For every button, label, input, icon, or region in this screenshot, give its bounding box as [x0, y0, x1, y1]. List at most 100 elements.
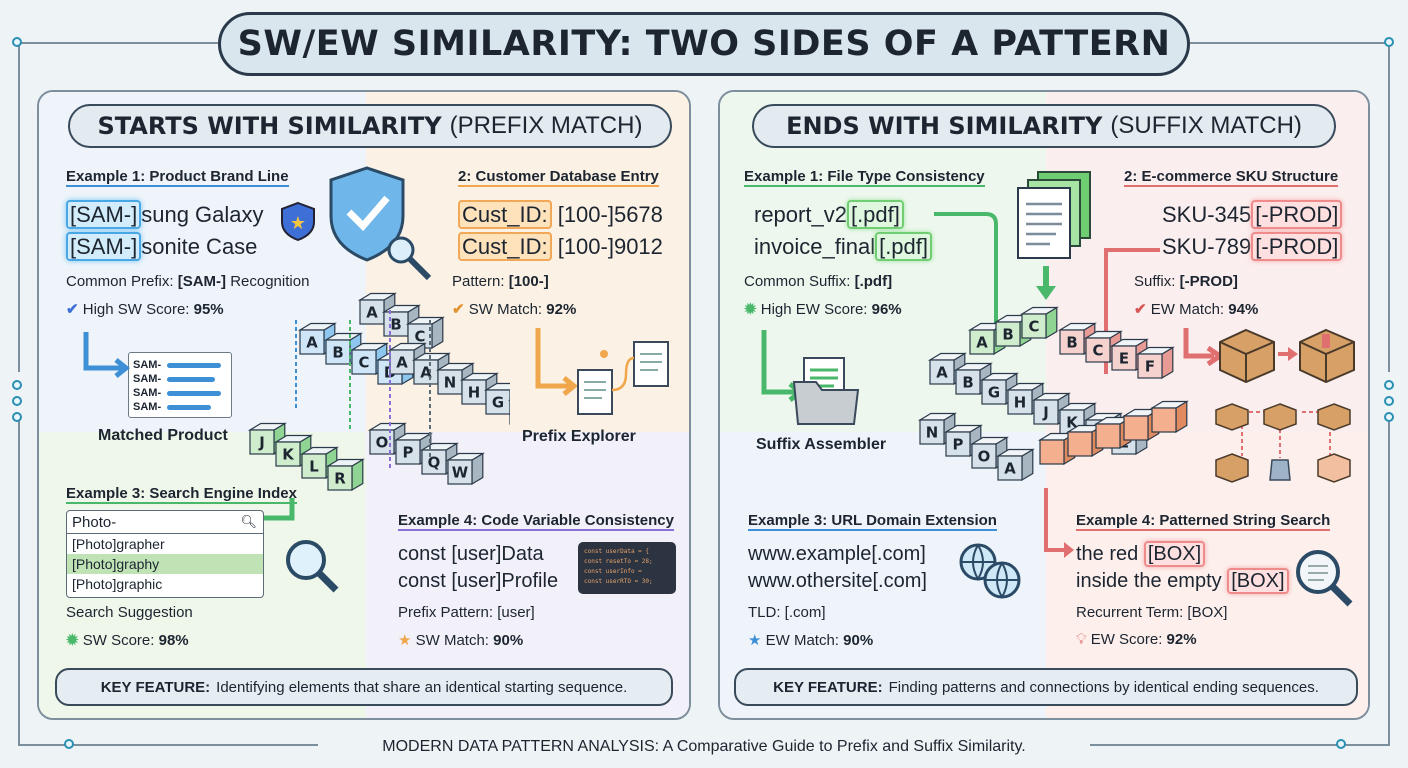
left-ex3-title: Example 3: Search Engine Index: [66, 485, 297, 504]
arrow-icon: [1278, 347, 1298, 361]
star-icon: ★: [748, 632, 762, 649]
cube-letter: B: [1002, 325, 1013, 343]
sun-icon: ✹: [744, 301, 757, 318]
circuit-dot: [12, 380, 22, 390]
suggestion-item[interactable]: [Photo]grapher: [67, 534, 263, 554]
cube-letter: A: [1004, 459, 1016, 477]
left-ex4-line1: const [user]Data: [398, 543, 544, 565]
search-input-value: Photo-: [72, 513, 117, 531]
arrow-icon: [83, 332, 130, 378]
right-ex3-line2: www.othersite[.com]: [748, 570, 927, 592]
circuit-line: [18, 420, 20, 746]
suffix-highlight: [.pdf]: [875, 232, 932, 261]
right-ex3-tld: TLD: [.com]: [748, 604, 826, 621]
cube-letter: J: [1042, 403, 1049, 421]
left-ex4-title: Example 4: Code Variable Consistency: [398, 512, 674, 531]
cube-letter: A: [396, 353, 408, 371]
right-ex4-term: Recurrent Term: [BOX]: [1076, 604, 1228, 621]
key-text: Finding patterns and connections by iden…: [888, 678, 1319, 696]
letter-cube: G: [483, 382, 510, 416]
lightbulb-icon: 💡︎: [1076, 631, 1087, 648]
arrow-icon: [934, 212, 998, 336]
cube-letter: O: [978, 447, 991, 465]
left-ex1-caption: Matched Product: [98, 427, 228, 444]
suffix-key-feature: KEY FEATURE: Finding patterns and connect…: [734, 668, 1358, 706]
right-ex3-line1: www.example[.com]: [748, 543, 926, 565]
value: 98%: [158, 632, 189, 649]
prefix-highlight: [SAM-]: [66, 200, 142, 229]
footer-caption: MODERN DATA PATTERN ANALYSIS: A Comparat…: [382, 738, 1026, 755]
suffix-highlight: [.pdf]: [846, 200, 904, 229]
suggestion-item[interactable]: [Photo]graphic: [67, 574, 263, 594]
value: [100-]: [508, 273, 549, 290]
suggest-rest: graphic: [116, 576, 163, 592]
cube-letter: J: [258, 433, 265, 451]
label: Pattern:: [452, 273, 509, 290]
match-bar: [167, 405, 211, 410]
search-widget: Photo- 🔍︎ [Photo]grapher [Photo]graphy […: [66, 510, 264, 598]
cube-letter: C: [1093, 341, 1104, 359]
prefix-heading-rest: (PREFIX MATCH): [449, 112, 643, 139]
suggest-rest: grapher: [116, 536, 165, 552]
letter-cube: W: [445, 452, 485, 486]
cube-letter: P: [403, 443, 414, 461]
circuit-dot: [64, 739, 74, 749]
left-ex3-score: ✹ SW Score: 98%: [66, 631, 189, 649]
box-icon: [1219, 328, 1275, 384]
globe-icon: [959, 543, 1021, 599]
search-input[interactable]: Photo- 🔍︎: [67, 511, 263, 534]
line-pre: report_v2: [754, 202, 847, 227]
left-ex4-score: ★ SW Match: 90%: [398, 631, 523, 649]
suggest-rest: graphy: [116, 556, 160, 572]
letter-cube: C: [1019, 306, 1059, 340]
label: Common Suffix:: [744, 273, 855, 290]
arrow-icon: [264, 498, 295, 521]
circuit-line: [18, 42, 20, 372]
left-ex1-score: ✔ High SW Score: 95%: [66, 300, 224, 318]
circuit-line: [1090, 744, 1390, 746]
label: EW Score:: [1090, 631, 1167, 648]
suffix-highlight: [-PROD]: [1251, 232, 1343, 261]
suffix-heading-rest: (SUFFIX MATCH): [1110, 112, 1302, 139]
magnifier-icon: [1296, 550, 1353, 607]
circuit-line: [18, 744, 318, 746]
line-rest: [100-]9012: [551, 234, 663, 259]
code-snippet-thumbnail: const userData = { const resetTo = 28; c…: [578, 542, 676, 594]
left-ex2-score: ✔ SW Match: 92%: [452, 300, 576, 318]
letter-cube: F: [1135, 346, 1175, 380]
suggestion-item[interactable]: [Photo]graphy: [67, 554, 263, 574]
arrow-icon: [1036, 266, 1056, 300]
line-pre: inside the empty: [1076, 570, 1228, 592]
check-icon: ✔: [66, 301, 79, 318]
cube-letter: A: [366, 303, 378, 321]
cube-letter: O: [376, 433, 389, 451]
cube-letter: H: [468, 383, 480, 401]
key-text: Identifying elements that share an ident…: [216, 678, 628, 696]
cube-letter: H: [1014, 393, 1026, 411]
circuit-line: [1388, 420, 1390, 746]
suffix-heading: ENDS WITH SIMILARITY (SUFFIX MATCH): [752, 104, 1336, 148]
line-pre: SKU-345: [1162, 202, 1252, 227]
folder-icon: [792, 357, 860, 425]
value: 96%: [871, 301, 902, 318]
right-ex2-line1: SKU-345[-PROD]: [1162, 200, 1343, 229]
right-ex1-suffix: Common Suffix: [.pdf]: [744, 273, 892, 290]
search-icon[interactable]: 🔍︎: [240, 514, 257, 529]
page-title-banner: SW/EW SIMILARITY: TWO SIDES OF A PATTERN: [218, 12, 1190, 76]
right-ex1-caption: Suffix Assembler: [756, 436, 887, 453]
right-ex1-title: Example 1: File Type Consistency: [744, 168, 985, 187]
circuit-dot: [1384, 396, 1394, 406]
letter-cube: O: [969, 436, 1009, 470]
code-line: const resetTo = 28;: [584, 558, 653, 565]
label-tail: Recognition: [226, 273, 310, 290]
key-label: KEY FEATURE:: [773, 678, 883, 696]
left-ex1-title: Example 1: Product Brand Line: [66, 168, 289, 187]
label: SW Match:: [468, 301, 547, 318]
shield-check-icon: [329, 166, 432, 281]
star-icon: ★: [398, 632, 412, 649]
page-title: SW/EW SIMILARITY: TWO SIDES OF A PATTERN: [237, 24, 1171, 64]
circuit-dot: [1336, 739, 1346, 749]
left-ex1-line1: [SAM-]sung Galaxy: [66, 200, 264, 229]
circuit-line: [1190, 42, 1390, 44]
label: EW Match:: [765, 632, 844, 649]
